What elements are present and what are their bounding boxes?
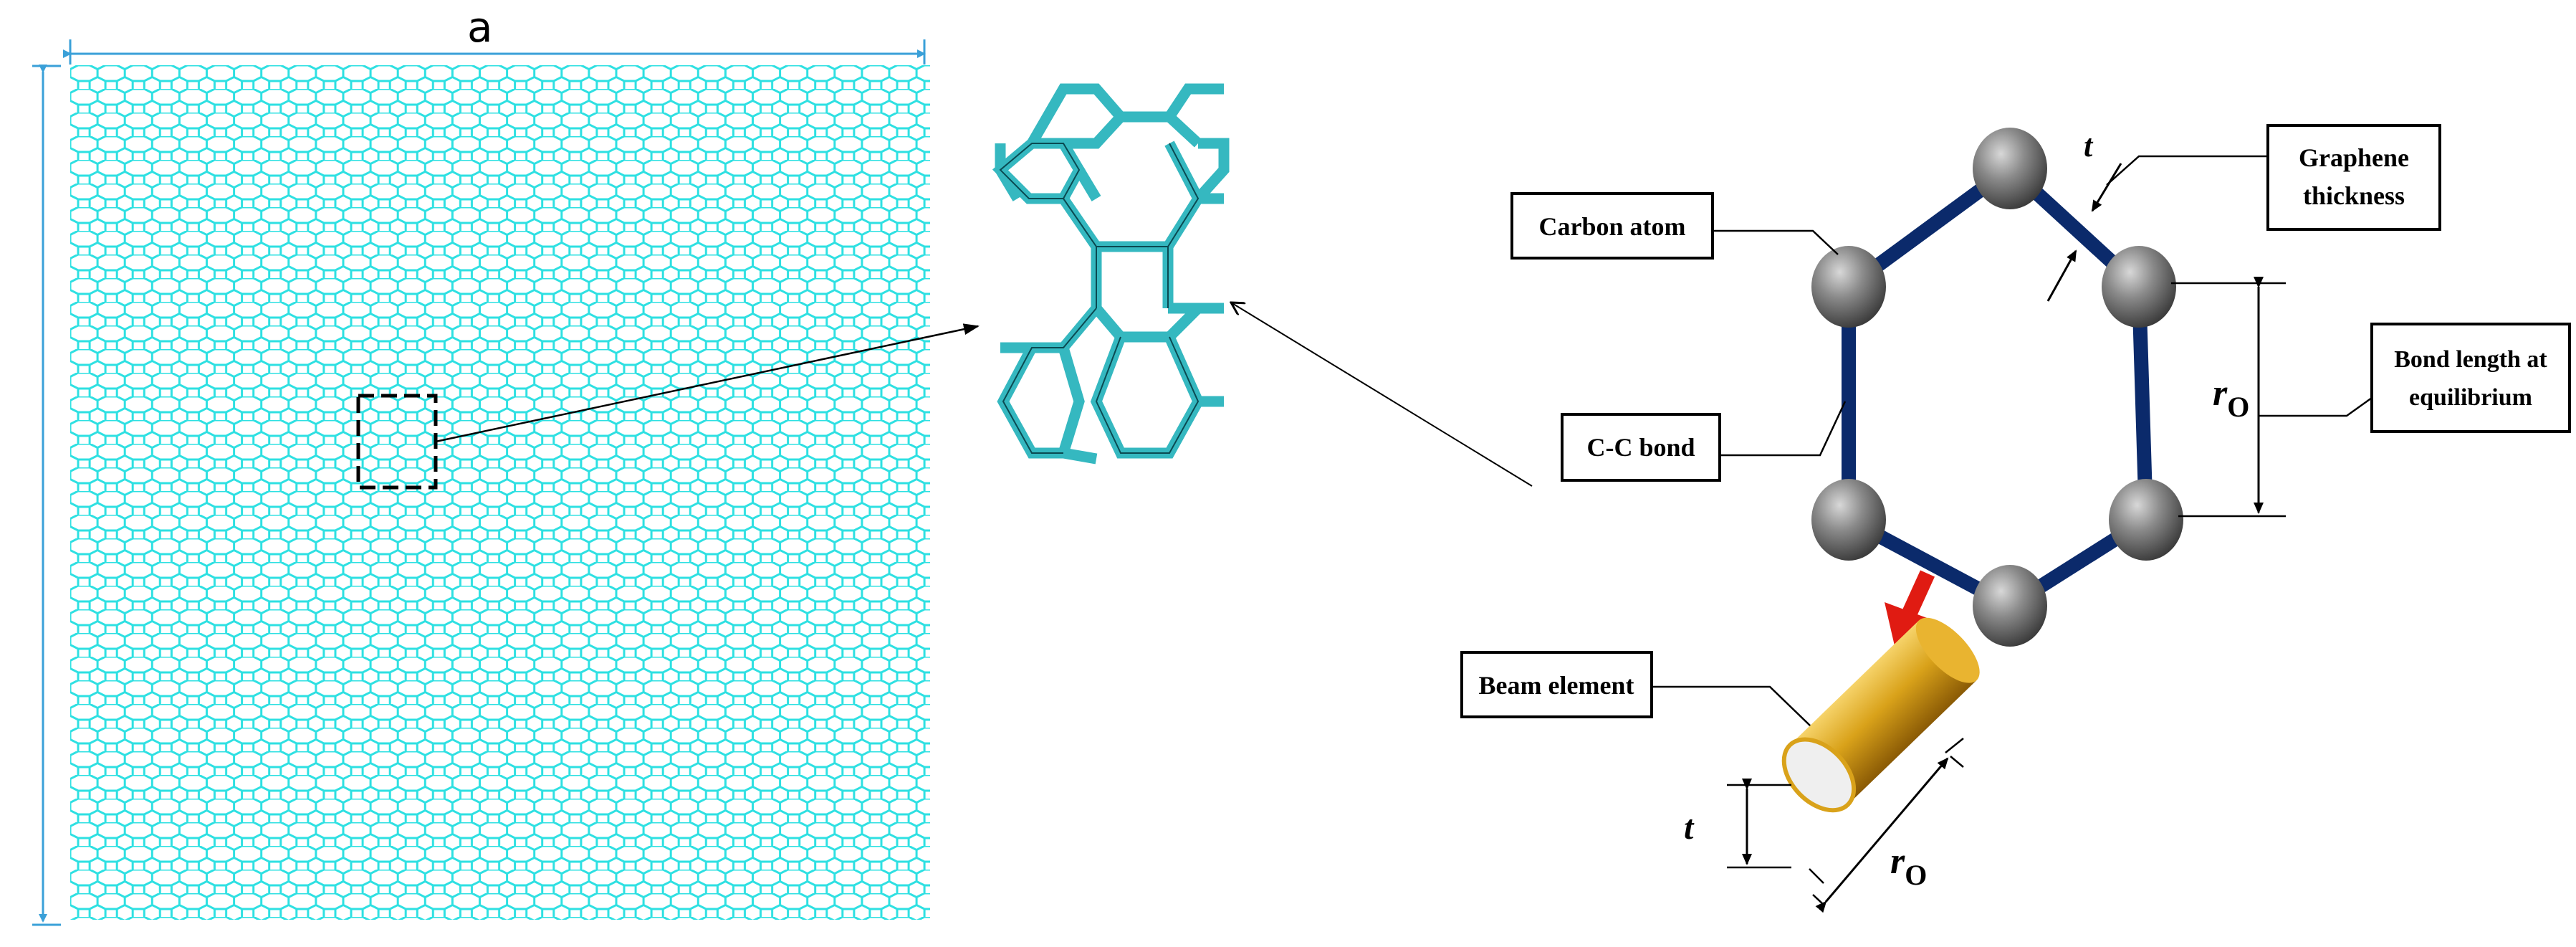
carbon-atom-top	[1973, 128, 2047, 209]
height-dimension	[32, 65, 61, 926]
width-label: a	[467, 3, 493, 52]
bond-length-label-1: Bond length at	[2394, 346, 2547, 373]
carbon-atom-upper-right	[2102, 246, 2176, 328]
cc-bond-label: C-C bond	[1586, 433, 1695, 462]
zoom-arrow	[435, 323, 980, 443]
beam-cylinder-icon	[1781, 617, 1980, 813]
cc-bond-callout: C-C bond	[1561, 401, 1847, 482]
zoomed-lattice	[992, 83, 1230, 465]
carbon-atom-lower-right	[2109, 479, 2183, 561]
carbon-atom-lower-left	[1811, 479, 1886, 561]
bond-reference-arrow	[1231, 303, 1533, 487]
bond-length-callout: Bond length at equilibrium	[2370, 323, 2571, 433]
beam-length-dimension: rO	[1809, 738, 1964, 913]
graphene-thickness-label-2: thickness	[2303, 181, 2405, 210]
carbon-atom-label: Carbon atom	[1539, 212, 1686, 241]
hexagon-bonds	[1842, 161, 2153, 613]
beam-t-label: t	[1684, 809, 1695, 847]
carbon-atom-upper-left	[1811, 246, 1886, 328]
bond-length-dimension: rO	[2171, 277, 2372, 518]
beam-element-callout: Beam element	[1460, 651, 1832, 746]
honeycomb-lattice	[70, 65, 930, 920]
graphene-thickness-callout: Graphene thickness t	[2046, 124, 2441, 302]
bond-length-r-label: rO	[2213, 373, 2249, 423]
thickness-t-label: t	[2084, 128, 2094, 163]
zoomed-lattice-edges	[999, 143, 1200, 454]
carbon-atoms	[1811, 128, 2183, 647]
width-dimension: a	[63, 3, 926, 65]
beam-thickness-dimension: t	[1684, 779, 1791, 869]
bond-length-label-2: equilibrium	[2409, 384, 2532, 411]
carbon-atom-bottom	[1973, 565, 2047, 647]
graphene-thickness-label-1: Graphene	[2299, 143, 2409, 172]
beam-r-label: rO	[1890, 841, 1927, 891]
red-arrow-icon	[1885, 570, 1935, 649]
carbon-atom-callout: Carbon atom	[1510, 192, 1839, 260]
beam-element-label: Beam element	[1479, 671, 1634, 700]
graphene-sheet	[70, 65, 930, 920]
